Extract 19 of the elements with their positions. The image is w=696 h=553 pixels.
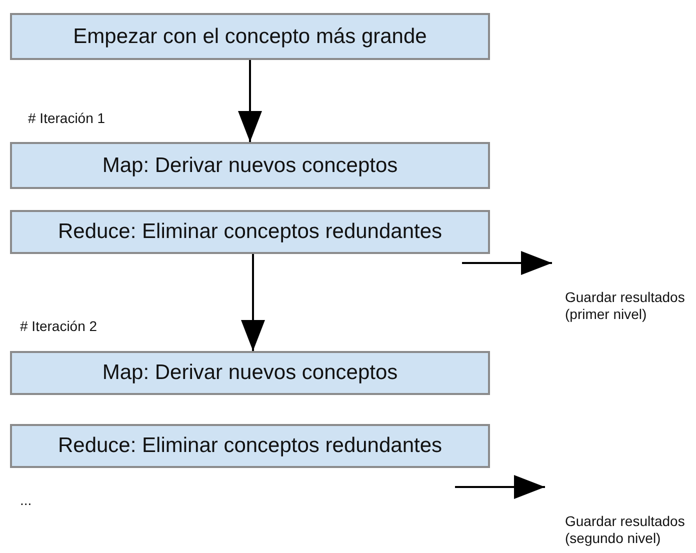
arrow [241, 254, 265, 351]
step-text: Empezar con el concepto más grande [73, 24, 427, 48]
step-text: Map: Derivar nuevos conceptos [102, 361, 398, 385]
process-box [10, 351, 490, 395]
process-box [10, 210, 490, 254]
step-text: Reduce: Eliminar conceptos redundantes [58, 434, 442, 458]
process-box [10, 13, 490, 60]
arrow [462, 251, 552, 275]
process-box [10, 424, 490, 468]
process-box [10, 142, 490, 189]
arrow [238, 60, 262, 142]
arrow [455, 475, 545, 499]
step-text: Map: Derivar nuevos conceptos [102, 154, 398, 178]
output-note: Guardar resultados (primer nivel) [565, 289, 686, 323]
note-text: # Iteración 2 [20, 318, 98, 334]
note-text: ... [20, 492, 32, 508]
output-note: Guardar resultados (segundo nivel) [565, 513, 686, 547]
step-text: Reduce: Eliminar conceptos redundantes [58, 220, 442, 244]
note-text: # Iteración 1 [28, 110, 106, 126]
